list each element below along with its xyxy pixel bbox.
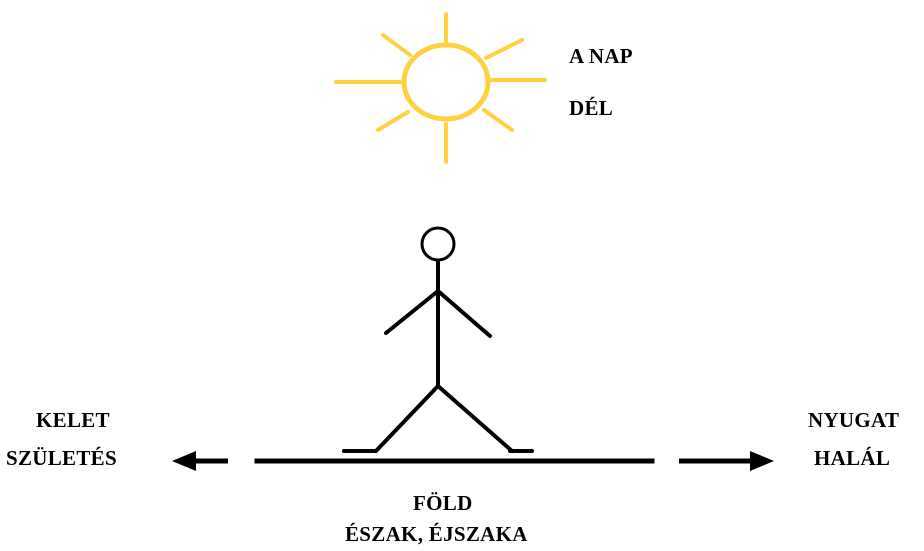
figure-left-leg (374, 384, 440, 453)
sun-label: A NAP (569, 44, 633, 68)
sun-ray-lower-right (482, 108, 514, 132)
west-label: NYUGAT (808, 408, 900, 432)
east-label: KELET (36, 408, 110, 432)
sun-ray-lower-left (376, 110, 410, 132)
death-label: HALÁL (814, 446, 891, 470)
arrow-left-icon (172, 451, 228, 471)
figure-right-arm (436, 289, 492, 338)
human-figure (342, 226, 534, 453)
sun-icon (334, 12, 547, 164)
north-night-label: ÉSZAK, ÉJSZAKA (345, 522, 528, 546)
south-label: DÉL (569, 96, 614, 120)
sun-disc (401, 42, 491, 122)
figure-left-arm (384, 289, 440, 335)
arrow-right-icon (679, 451, 774, 471)
sun-ray-upper-left (381, 33, 412, 57)
earth-label: FÖLD (413, 491, 473, 515)
sun-ray-upper-right (484, 38, 524, 60)
figure-head (420, 226, 456, 262)
figure-right-leg (436, 384, 514, 453)
birth-label: SZÜLETÉS (6, 446, 117, 470)
